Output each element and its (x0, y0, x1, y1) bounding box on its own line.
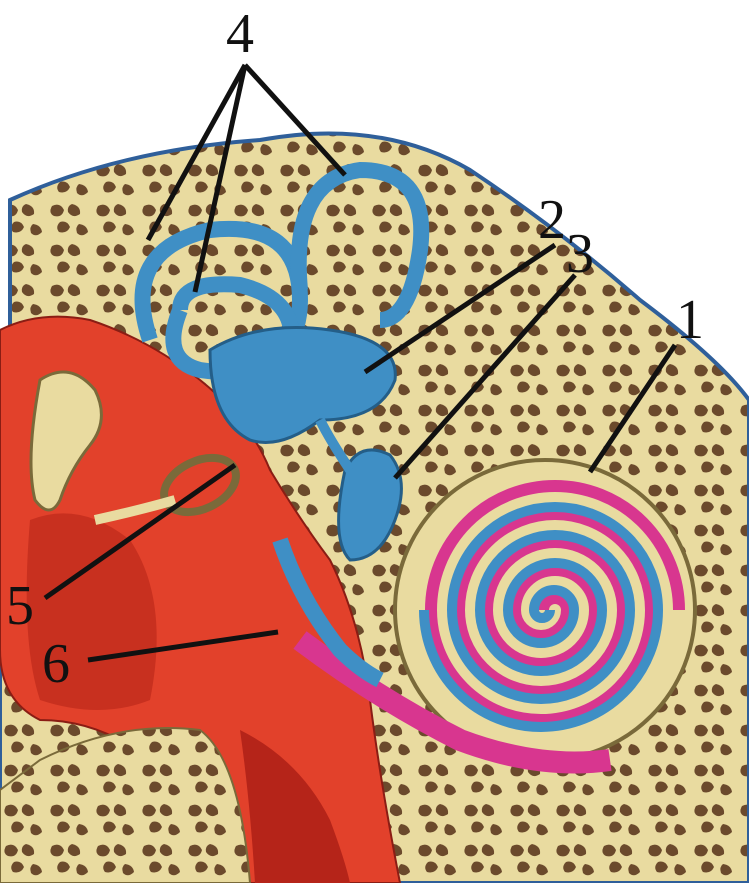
label-2: 2 (538, 189, 566, 251)
label-1: 1 (676, 289, 704, 351)
label-5: 5 (6, 575, 34, 637)
label-6: 6 (42, 633, 70, 695)
label-4: 4 (226, 3, 254, 65)
cochlea (395, 460, 695, 760)
label-3: 3 (566, 223, 594, 285)
